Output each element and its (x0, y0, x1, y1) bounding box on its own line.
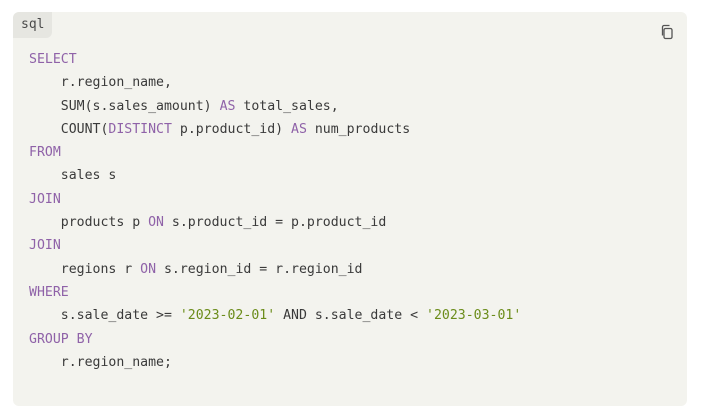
copy-icon (661, 24, 673, 40)
code-line: JOIN (29, 234, 521, 257)
sql-text: r.region_name, (29, 75, 172, 91)
sql-text: total_sales, (235, 98, 339, 114)
code-line: sales s (29, 164, 521, 187)
sql-keyword: GROUP BY (29, 331, 93, 347)
code-line: products p ON s.product_id = p.product_i… (29, 211, 521, 234)
sql-keyword: SELECT (29, 52, 77, 67)
code-line: SUM(s.sales_amount) AS total_sales, (29, 95, 521, 118)
sql-text: num_products (306, 121, 411, 137)
code-line: r.region_name, (29, 71, 521, 94)
code-line: SELECT (29, 48, 521, 71)
sql-string: '2023-03-01' (426, 308, 522, 324)
sql-text: regions r (29, 261, 141, 277)
code-line: WHERE (29, 281, 521, 304)
sql-text: p.product_id) (171, 121, 292, 137)
sql-keyword: ON (140, 261, 157, 277)
sql-keyword: ON (148, 215, 164, 231)
sql-text: s.region_id = r.region_id (156, 261, 363, 277)
sql-string: '2023-02-01' (179, 308, 276, 324)
sql-text: AND s.sale_date < (275, 308, 426, 324)
sql-text: s.product_id = p.product_id (163, 215, 387, 231)
sql-text: sales s (29, 168, 117, 184)
code-line: regions r ON s.region_id = r.region_id (29, 258, 521, 281)
sql-text: r.region_name; (29, 354, 172, 370)
sql-keyword: JOIN (29, 238, 61, 254)
code-line: JOIN (29, 188, 521, 211)
code-line: COUNT(DISTINCT p.product_id) AS num_prod… (29, 118, 521, 141)
sql-keyword: AS (219, 98, 236, 114)
code-line: r.region_name; (29, 351, 521, 374)
language-label: sql (13, 12, 53, 38)
sql-text: products p (29, 215, 149, 231)
sql-text: s.sale_date >= (29, 308, 180, 324)
sql-keyword: WHERE (29, 284, 69, 300)
code-content: SELECT r.region_name, SUM(s.sales_amount… (29, 48, 521, 374)
sql-keyword: FROM (29, 145, 61, 161)
copy-button[interactable] (659, 24, 675, 40)
code-line: FROM (29, 141, 521, 164)
code-line: s.sale_date >= '2023-02-01' AND s.sale_d… (29, 304, 522, 327)
code-block: sql SELECT r.region_name, SUM(s.sales_am… (13, 12, 687, 406)
sql-text: COUNT( (29, 121, 109, 137)
sql-keyword: JOIN (29, 191, 61, 207)
code-line: GROUP BY (29, 328, 521, 351)
sql-keyword: AS (291, 121, 307, 137)
sql-keyword: DISTINCT (108, 121, 172, 137)
sql-text: SUM(s.sales_amount) (29, 98, 220, 114)
